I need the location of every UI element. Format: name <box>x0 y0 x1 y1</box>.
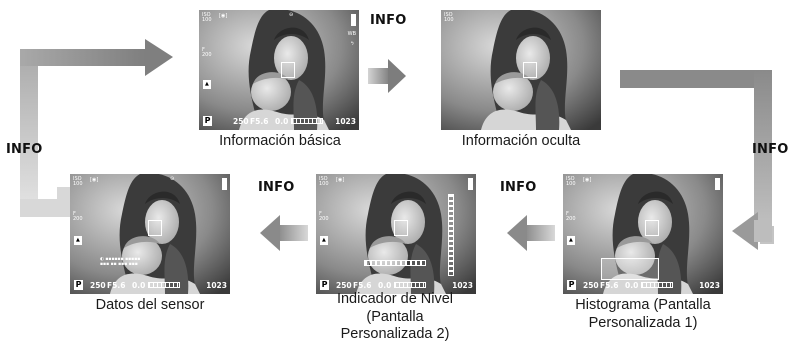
histogram <box>601 258 659 280</box>
shots-remaining: 1023 <box>206 280 227 290</box>
stabilizer-icon: [◉] <box>336 177 345 183</box>
picture-mode-icon: ▲ <box>203 80 211 89</box>
shutter-speed: 250 <box>336 280 352 290</box>
battery-icon <box>715 178 720 190</box>
stabilizer-icon: [◉] <box>219 13 228 19</box>
info-label-top: INFO <box>370 13 407 28</box>
stabilizer-icon: [◉] <box>90 177 99 183</box>
aperture-value: F5.6 <box>107 280 126 290</box>
horizontal-level-gauge <box>364 260 426 266</box>
exposure-scale <box>394 282 426 288</box>
arrow-level-to-sensor <box>260 215 308 251</box>
shots-remaining: 1023 <box>452 280 473 290</box>
loop-arrow-right <box>620 70 774 250</box>
info-label-right: INFO <box>752 142 789 157</box>
caption-hidden-info: Información oculta <box>461 133 581 149</box>
exposure-compensation: 0.0 <box>378 280 392 290</box>
shots-remaining: 1023 <box>699 280 720 290</box>
exposure-scale <box>148 282 180 288</box>
exposure-compensation: 0.0 <box>132 280 146 290</box>
loop-arrow-left <box>20 39 173 217</box>
picture-mode-icon: ▲ <box>567 236 575 245</box>
stabilizer-icon: [◉] <box>583 177 592 183</box>
arrow-histogram-to-level <box>507 215 555 251</box>
wb-indicator: WB <box>347 31 356 37</box>
info-label-left: INFO <box>6 142 43 157</box>
arrow-basic-to-hidden <box>368 59 406 93</box>
aperture-value: F5.6 <box>250 116 269 126</box>
shooting-mode-p: P <box>320 280 329 290</box>
picture-mode-icon: ▲ <box>74 236 82 245</box>
af-target <box>523 62 537 78</box>
shooting-mode-p: P <box>567 280 576 290</box>
caption-basic-info: Información básica <box>219 133 341 149</box>
shutter-speed: 250 <box>90 280 106 290</box>
af-target <box>148 220 162 236</box>
info-label-level-to-sensor: INFO <box>258 180 295 195</box>
caption-histogram: Histograma (Pantalla Personalizada 1) <box>575 297 711 331</box>
shooting-mode-p: P <box>74 280 83 290</box>
exposure-scale <box>641 282 673 288</box>
shutter-speed: 250 <box>583 280 599 290</box>
shutter-speed: 250 <box>233 116 249 126</box>
af-target <box>645 220 659 236</box>
battery-icon <box>222 178 227 190</box>
flash-icon: ϟ <box>350 41 354 47</box>
caption-level-gauge: Indicador de Nivel (Pantalla Personaliza… <box>336 291 454 343</box>
exposure-compensation: 0.0 <box>275 116 289 126</box>
picture-mode-icon: ▲ <box>320 236 328 245</box>
exposure-compensation: 0.0 <box>625 280 639 290</box>
aperture-value: F5.6 <box>353 280 372 290</box>
drive-mode-icon: ⊖ <box>170 176 175 182</box>
sensor-data-readout: ◐ ▪▪▪▪▪▪ ▪▪▪▪▪▪▪▪ ▪▪ ▪▪▪ ▪▪▪ <box>100 257 141 267</box>
exposure-scale <box>291 118 323 124</box>
battery-icon <box>351 14 356 26</box>
battery-icon <box>468 178 473 190</box>
af-target <box>281 62 295 78</box>
vertical-level-gauge <box>448 194 454 276</box>
af-target <box>394 220 408 236</box>
info-label-histogram-to-level: INFO <box>500 180 537 195</box>
shooting-mode-p: P <box>203 116 212 126</box>
aperture-value: F5.6 <box>600 280 619 290</box>
drive-mode-icon: ⊖ <box>289 12 294 18</box>
caption-sensor-data: Datos del sensor <box>95 297 205 313</box>
shots-remaining: 1023 <box>335 116 356 126</box>
